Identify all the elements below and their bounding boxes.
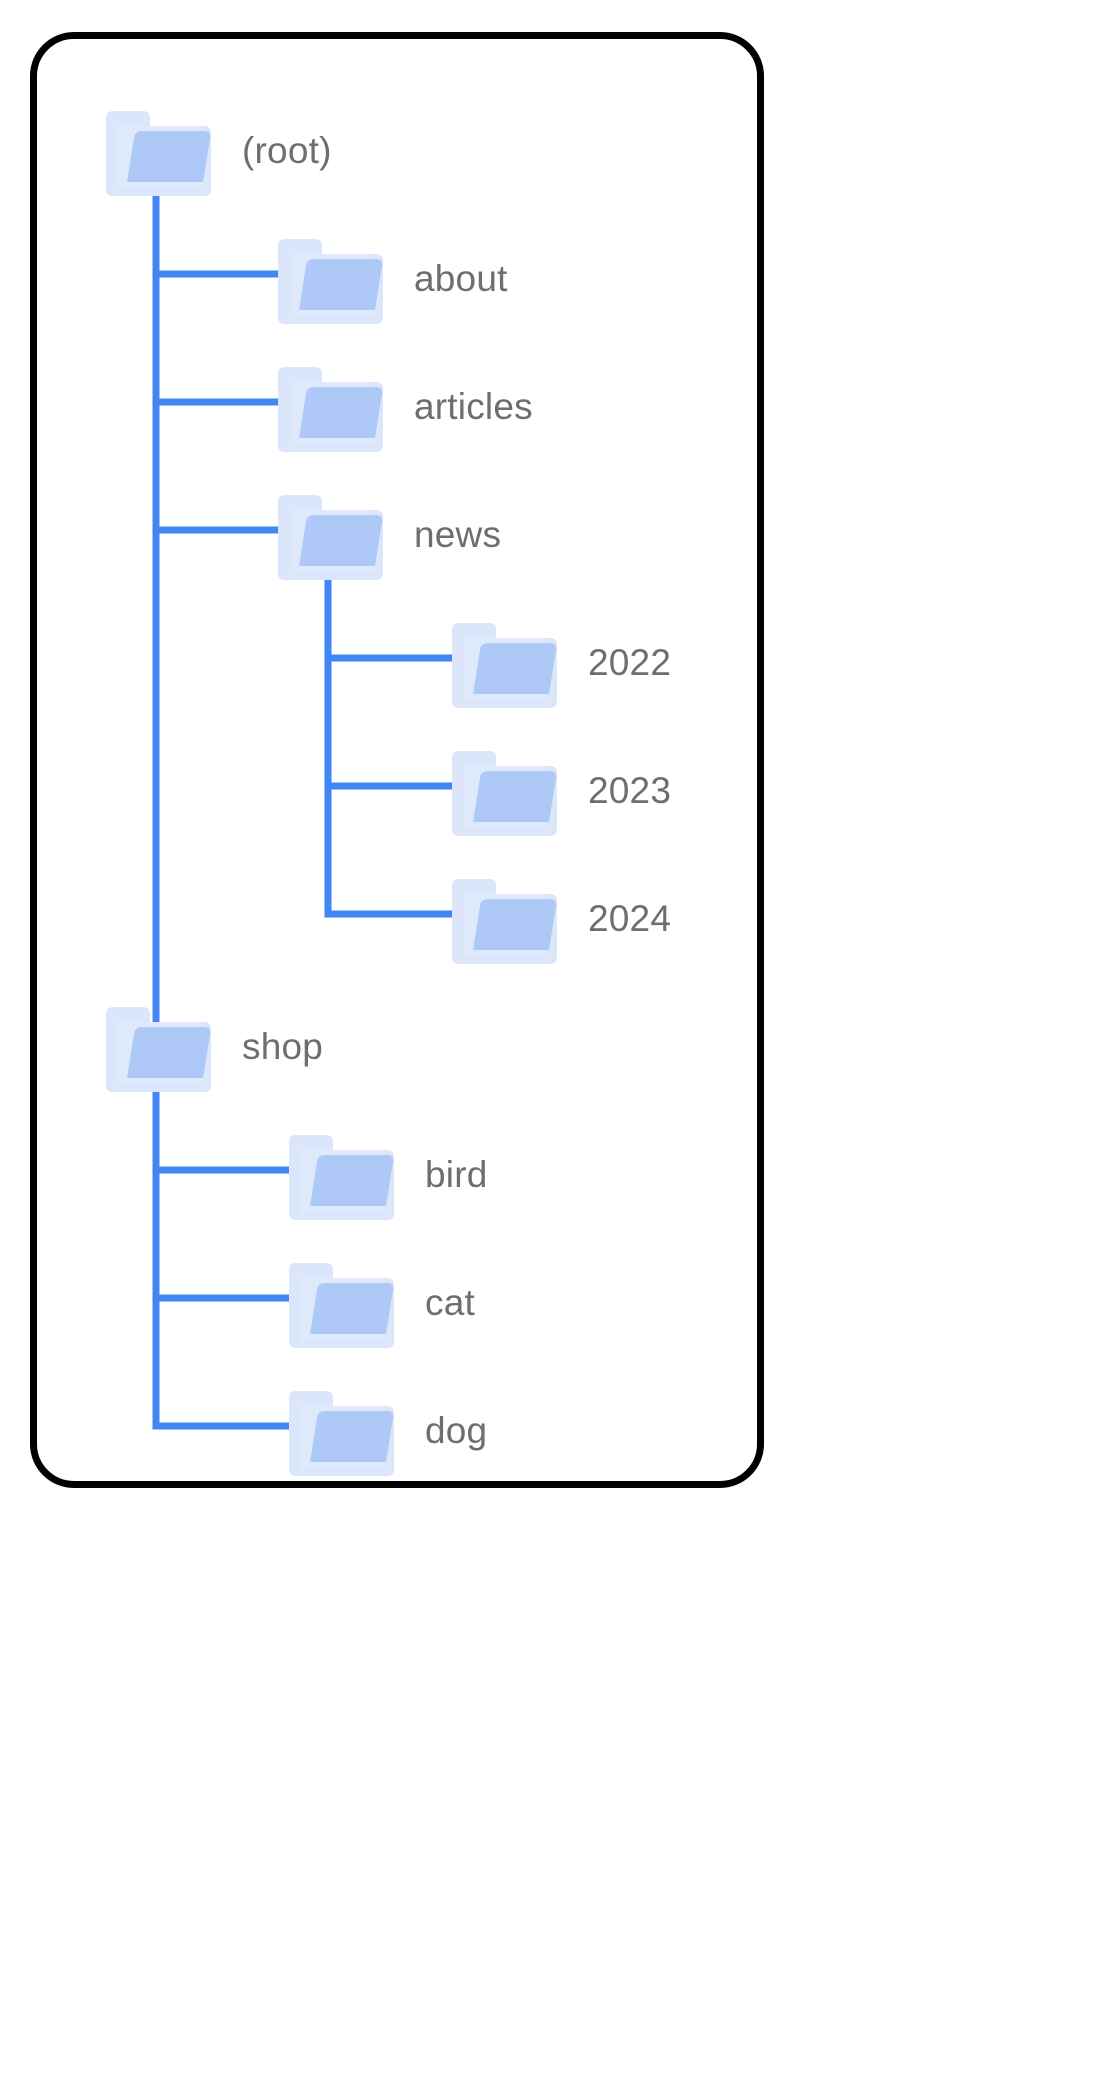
tree-node-articles[interactable]: articles bbox=[272, 356, 533, 456]
tree-node-label: cat bbox=[425, 1281, 475, 1323]
tree-node-y2024[interactable]: 2024 bbox=[446, 868, 671, 968]
folder-icon bbox=[272, 488, 392, 580]
folder-icon bbox=[272, 232, 392, 324]
tree-node-y2022[interactable]: 2022 bbox=[446, 612, 671, 712]
folder-icon bbox=[446, 616, 566, 708]
tree-node-root[interactable]: (root) bbox=[100, 100, 332, 200]
folder-icon bbox=[446, 872, 566, 964]
tree-node-news[interactable]: news bbox=[272, 484, 501, 584]
folder-icon bbox=[283, 1256, 403, 1348]
folder-icon bbox=[100, 104, 220, 196]
tree-node-label: shop bbox=[242, 1025, 324, 1067]
diagram-card bbox=[30, 32, 764, 1488]
tree-node-y2023[interactable]: 2023 bbox=[446, 740, 671, 840]
tree-node-label: (root) bbox=[242, 129, 332, 171]
tree-node-dog[interactable]: dog bbox=[283, 1380, 487, 1480]
tree-node-label: 2022 bbox=[588, 641, 672, 683]
tree-node-cat[interactable]: cat bbox=[283, 1252, 475, 1352]
tree-node-label: news bbox=[414, 513, 502, 555]
folder-icon bbox=[100, 1000, 220, 1092]
folder-icon bbox=[446, 744, 566, 836]
folder-icon bbox=[283, 1384, 403, 1476]
folder-icon bbox=[272, 360, 392, 452]
tree-node-label: 2023 bbox=[588, 769, 672, 811]
tree-node-shop[interactable]: shop bbox=[100, 996, 323, 1096]
tree-node-bird[interactable]: bird bbox=[283, 1124, 488, 1224]
tree-node-label: about bbox=[414, 257, 508, 299]
tree-node-about[interactable]: about bbox=[272, 228, 508, 328]
tree-node-label: articles bbox=[414, 385, 533, 427]
folder-icon bbox=[283, 1128, 403, 1220]
tree-node-label: dog bbox=[425, 1409, 488, 1451]
tree-node-label: bird bbox=[425, 1153, 488, 1195]
tree-node-label: 2024 bbox=[588, 897, 672, 939]
